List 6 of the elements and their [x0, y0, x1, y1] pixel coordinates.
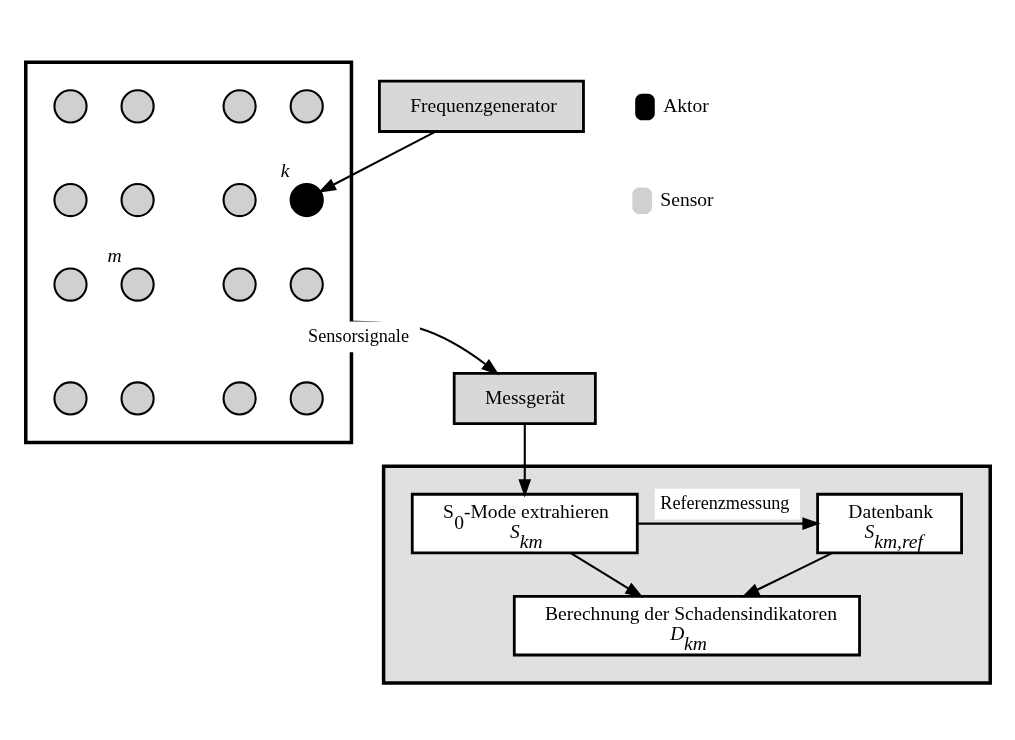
legend-label: Sensor [659, 188, 714, 210]
node-label: k [280, 160, 290, 182]
node-label: m [107, 244, 122, 266]
legend-label: Aktor [662, 95, 709, 117]
edge-label: Referenzmessung [659, 492, 789, 513]
edge-label: Sensorsignale [307, 325, 409, 346]
